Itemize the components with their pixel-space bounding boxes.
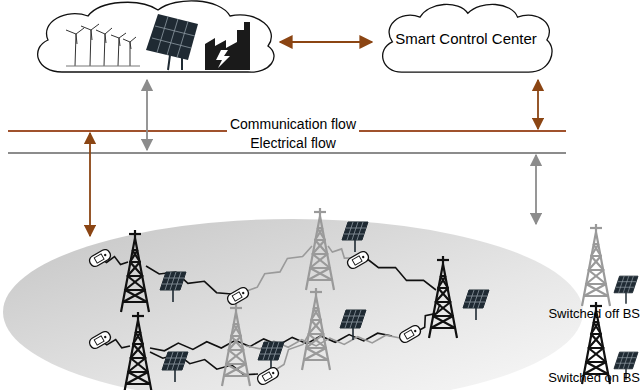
wind-turbines <box>66 24 140 66</box>
communication-arrow <box>89 133 91 236</box>
power-plant <box>205 22 250 70</box>
radio-link <box>146 266 232 294</box>
legend-text: Switched off BS <box>548 306 640 321</box>
radio-links <box>100 246 440 375</box>
radio-link <box>244 246 312 292</box>
energy-cloud <box>38 1 274 72</box>
radio-link <box>366 258 436 290</box>
electrical-line <box>8 152 566 154</box>
electrical-arrow <box>146 80 148 150</box>
solar-farm-panel <box>146 14 198 70</box>
electrical-arrow <box>535 155 537 224</box>
network-area <box>3 219 583 390</box>
flow-label: Electrical flow <box>247 136 339 151</box>
base-stations <box>121 208 489 390</box>
legend-text: Switched on BS <box>548 370 640 385</box>
flow-label: Communication flow <box>227 117 359 132</box>
communication-arrow <box>537 80 539 129</box>
communication-arrow <box>280 41 372 43</box>
radio-link <box>328 246 352 258</box>
legend-icons <box>582 224 638 384</box>
node-text: Smart Control Center <box>395 30 537 47</box>
user-phones <box>88 248 423 387</box>
cloud-node: Smart Control Center <box>374 0 558 76</box>
